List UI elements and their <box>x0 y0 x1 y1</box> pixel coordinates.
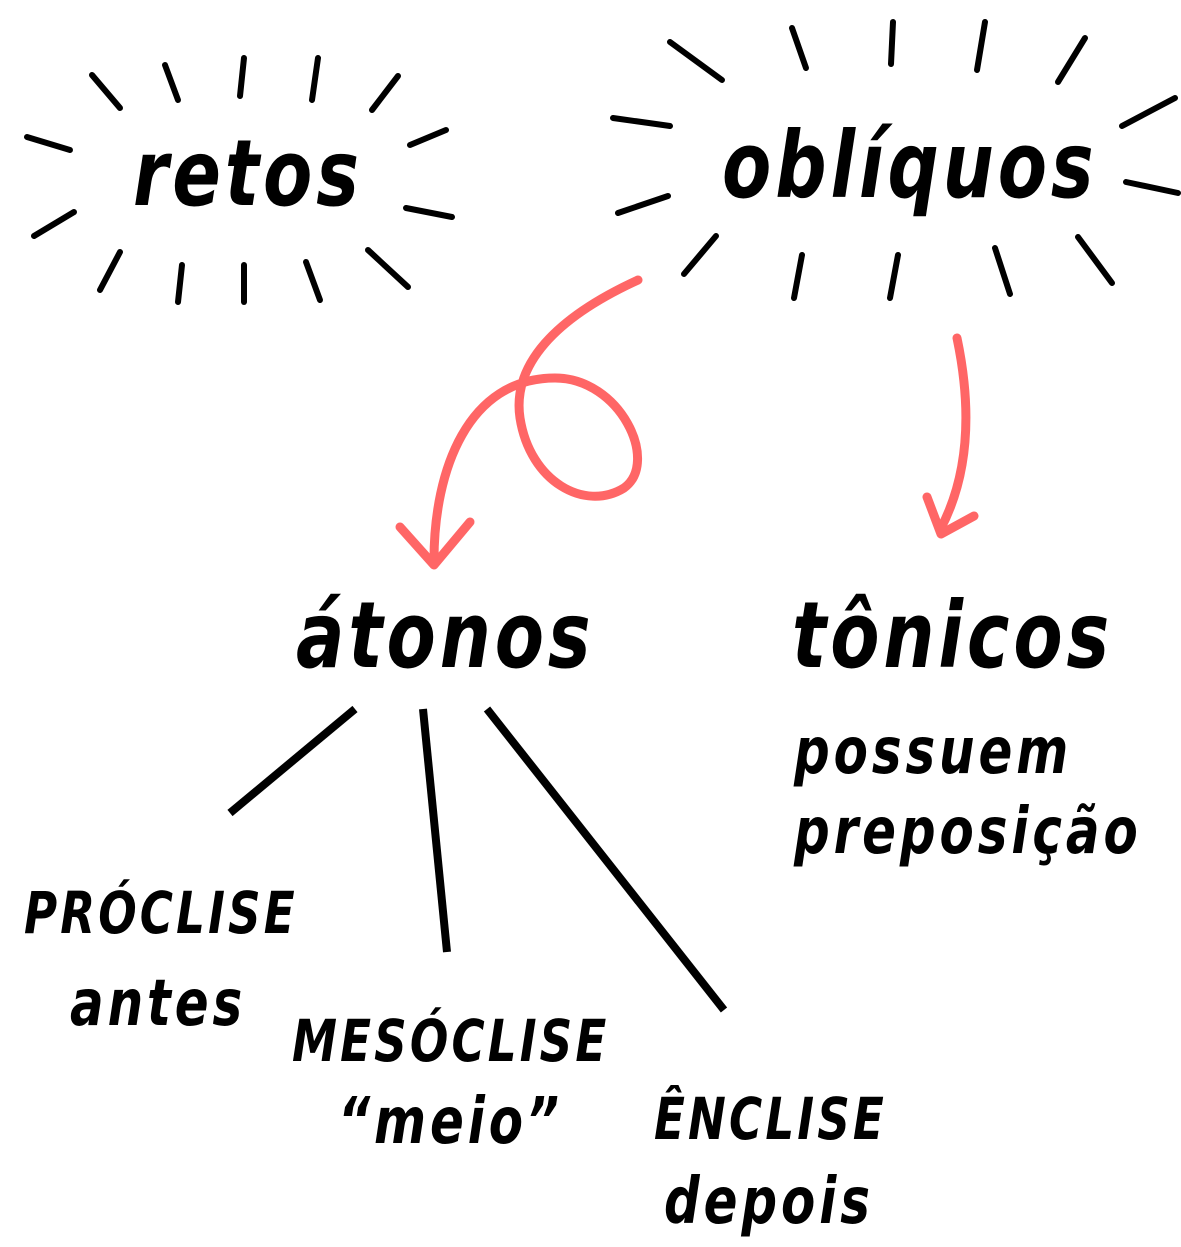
proclise-title: PRÓCLISE <box>24 879 298 947</box>
node-retos: retos <box>133 120 363 227</box>
tonicos-note-line1: possuem <box>794 715 1073 789</box>
retos-burst <box>24 55 455 305</box>
mesoclise-note: “meio” <box>338 1085 563 1159</box>
tonicos-note-line2: preposição <box>794 795 1142 869</box>
node-atonos: átonos <box>296 582 595 689</box>
obliquos-burst <box>610 19 1181 301</box>
node-tonicos: tônicos <box>792 582 1114 689</box>
atonos-branches <box>227 705 728 1013</box>
mesoclise-title: MESÓCLISE <box>292 1007 610 1075</box>
arrow-to-tonicos <box>922 333 979 539</box>
enclise-title: ÊNCLISE <box>654 1085 887 1153</box>
loop-arrow-to-atonos <box>395 275 643 570</box>
enclise-note: depois <box>664 1165 874 1239</box>
proclise-note: antes <box>70 967 247 1041</box>
node-obliquos: oblíquos <box>722 112 1098 219</box>
